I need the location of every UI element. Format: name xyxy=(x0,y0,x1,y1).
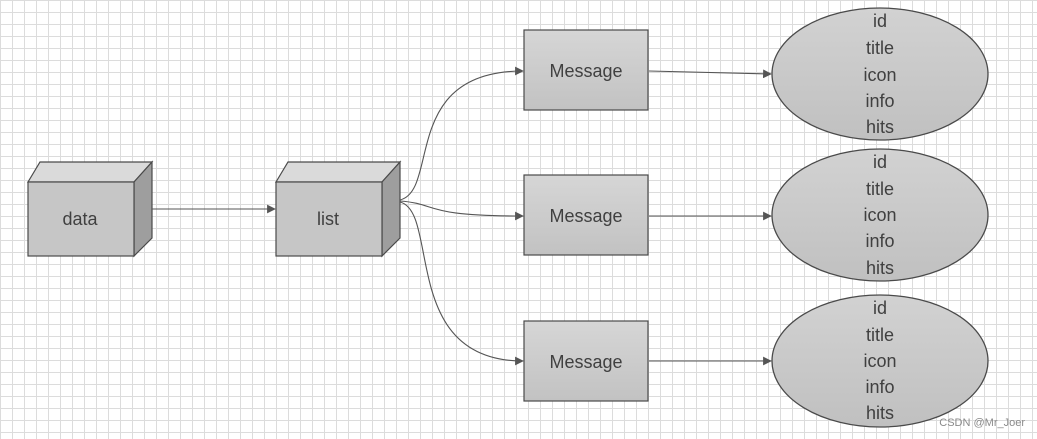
message-node-3[interactable]: Message xyxy=(523,320,649,402)
field-id: id xyxy=(873,298,887,318)
message-node-label: Message xyxy=(549,206,622,226)
field-title: title xyxy=(866,325,894,345)
field-info: info xyxy=(865,91,894,111)
data-node-label: data xyxy=(62,209,98,229)
fields-ellipse-2[interactable]: id title icon info hits xyxy=(771,148,989,282)
field-icon: icon xyxy=(863,65,896,85)
field-hits: hits xyxy=(866,403,894,423)
connector-message-1-fields xyxy=(648,69,772,79)
field-hits: hits xyxy=(866,117,894,137)
field-title: title xyxy=(866,38,894,58)
connector-list-message-1 xyxy=(399,66,524,201)
field-icon: icon xyxy=(863,205,896,225)
message-node-1[interactable]: Message xyxy=(523,29,649,111)
connector-list-message-3 xyxy=(399,201,524,366)
watermark-text: CSDN @Mr_Joer xyxy=(939,417,1025,429)
fields-ellipse-3[interactable]: id title icon info hits xyxy=(771,294,989,428)
connector-list-message-2 xyxy=(399,200,524,221)
list-node-label: list xyxy=(317,209,339,229)
field-title: title xyxy=(866,179,894,199)
field-info: info xyxy=(865,231,894,251)
field-hits: hits xyxy=(866,258,894,278)
field-id: id xyxy=(873,152,887,172)
data-node[interactable]: data xyxy=(26,160,154,258)
message-node-label: Message xyxy=(549,61,622,81)
field-icon: icon xyxy=(863,351,896,371)
fields-ellipse-1[interactable]: id title icon info hits xyxy=(771,7,989,141)
field-id: id xyxy=(873,11,887,31)
field-info: info xyxy=(865,377,894,397)
message-node-label: Message xyxy=(549,352,622,372)
list-node[interactable]: list xyxy=(274,160,402,258)
message-node-2[interactable]: Message xyxy=(523,174,649,256)
